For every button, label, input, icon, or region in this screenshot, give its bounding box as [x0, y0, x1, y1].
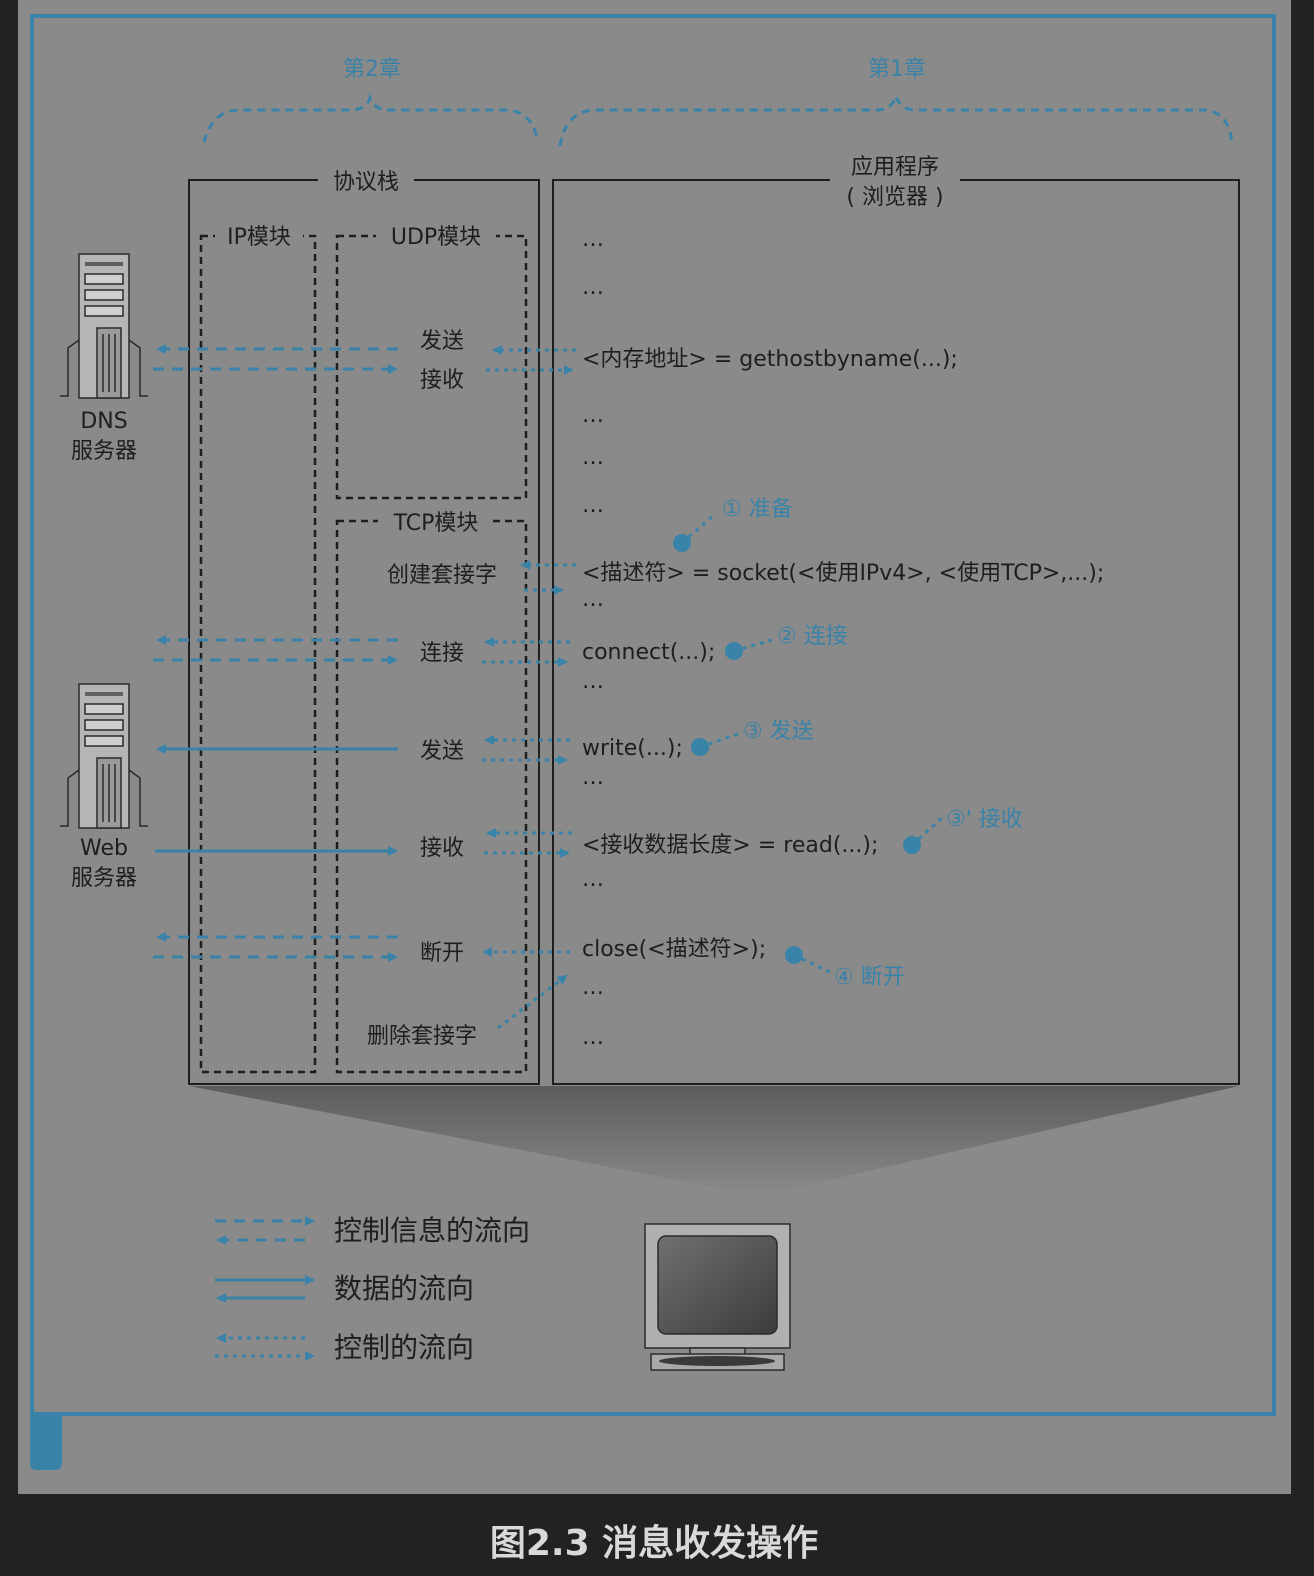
step-disconnect-label: ④ 断开 — [834, 965, 905, 990]
connect-label: 连接 — [420, 641, 464, 666]
application-title-bg — [830, 150, 960, 212]
application-title: 应用程序 — [851, 155, 939, 180]
ellipsis-line: … — [582, 867, 604, 892]
ip-module-box — [199, 234, 317, 1074]
step-send-leader — [699, 732, 739, 749]
step-send-label: ③ 发送 — [743, 719, 814, 744]
read-line: <接收数据长度> = read(...); — [582, 833, 878, 858]
ellipsis-line: … — [582, 445, 604, 470]
ip-module-title: IP模块 — [227, 225, 291, 250]
step-receive-dot — [903, 836, 921, 854]
tcp-module-title-bg — [378, 508, 492, 536]
legend-control-info-icon — [215, 1216, 315, 1245]
ellipsis-line: … — [582, 669, 604, 694]
web-server-icon — [60, 683, 148, 829]
web-server-label: Web — [80, 836, 128, 861]
tcp-module-title: TCP模块 — [393, 511, 479, 536]
protocol-stack-title-bg — [318, 164, 414, 196]
dns-server-icon — [60, 253, 148, 399]
ellipsis-line: … — [582, 975, 604, 1000]
disconnect-label: 断开 — [420, 941, 464, 966]
step-prepare-leader — [681, 512, 716, 545]
brace-ch1 — [558, 90, 1234, 147]
step-connect-label: ② 连接 — [777, 624, 848, 649]
gethostbyname-line: <内存地址> = gethostbyname(...); — [582, 347, 958, 372]
step-prepare-dot — [673, 534, 691, 552]
ellipsis-line: … — [582, 765, 604, 790]
step-disconnect-dot — [785, 946, 803, 964]
socket-line: <描述符> = socket(<使用IPv4>, <使用TCP>,...); — [582, 561, 1104, 586]
zoom-funnel — [189, 1086, 1239, 1196]
ip-module-title-bg — [215, 222, 303, 250]
chapter-1-label: 第1章 — [868, 57, 926, 82]
computer-icon — [644, 1223, 791, 1371]
chapter-2-label: 第2章 — [343, 57, 401, 82]
create-socket-label: 创建套接字 — [387, 563, 497, 588]
flow-arrows — [153, 344, 576, 1030]
udp-send-label: 发送 — [420, 329, 464, 354]
step-connect-dot — [725, 642, 743, 660]
legend-data-label: 数据的流向 — [334, 1272, 474, 1305]
legend: 控制信息的流向 数据的流向 控制的流向 — [215, 1214, 530, 1364]
close-line: close(<描述符>); — [582, 937, 766, 962]
step-receive-label: ③' 接收 — [946, 807, 1023, 832]
frame-tab — [30, 1412, 62, 1470]
udp-module-title: UDP模块 — [391, 225, 481, 250]
web-server-label-2: 服务器 — [71, 866, 137, 891]
udp-receive-label: 接收 — [420, 368, 464, 393]
legend-data-icon — [215, 1275, 315, 1303]
step-send-dot — [691, 738, 709, 756]
figure-frame — [30, 14, 1276, 1416]
ellipsis-line: … — [582, 1025, 604, 1050]
legend-control-icon — [215, 1333, 315, 1361]
step-annotations — [673, 512, 944, 974]
ellipsis-line: … — [582, 493, 604, 518]
udp-module-title-bg — [376, 222, 496, 250]
figure-caption: 图2.3 消息收发操作 — [490, 1523, 818, 1564]
step-connect-leader — [733, 638, 773, 653]
chapter-braces — [202, 90, 1234, 147]
dns-server-label: DNS — [80, 409, 127, 434]
step-disconnect-leader — [793, 953, 831, 974]
ellipsis-line: … — [582, 403, 604, 428]
connect-line: connect(...); — [582, 640, 715, 665]
ellipsis-line: … — [582, 227, 604, 252]
send-label: 发送 — [420, 739, 464, 764]
tcp-module-box — [335, 519, 528, 1074]
ellipsis-line: … — [582, 587, 604, 612]
protocol-stack-title: 协议栈 — [333, 170, 399, 195]
step-receive-leader — [910, 816, 944, 847]
legend-control-label: 控制的流向 — [334, 1331, 474, 1364]
delete-socket-label: 删除套接字 — [367, 1024, 477, 1049]
receive-label: 接收 — [420, 836, 464, 861]
ellipsis-line: … — [582, 275, 604, 300]
legend-control-info-label: 控制信息的流向 — [334, 1214, 530, 1247]
step-prepare-label: ① 准备 — [722, 497, 793, 522]
code-lines: … … <内存地址> = gethostbyname(...); … … … <… — [582, 227, 1104, 1050]
application-subtitle: ( 浏览器 ) — [846, 185, 943, 210]
brace-ch2 — [202, 93, 540, 143]
write-line: write(...); — [582, 736, 683, 761]
udp-module-box — [335, 234, 528, 500]
dns-server-label-2: 服务器 — [71, 439, 137, 464]
